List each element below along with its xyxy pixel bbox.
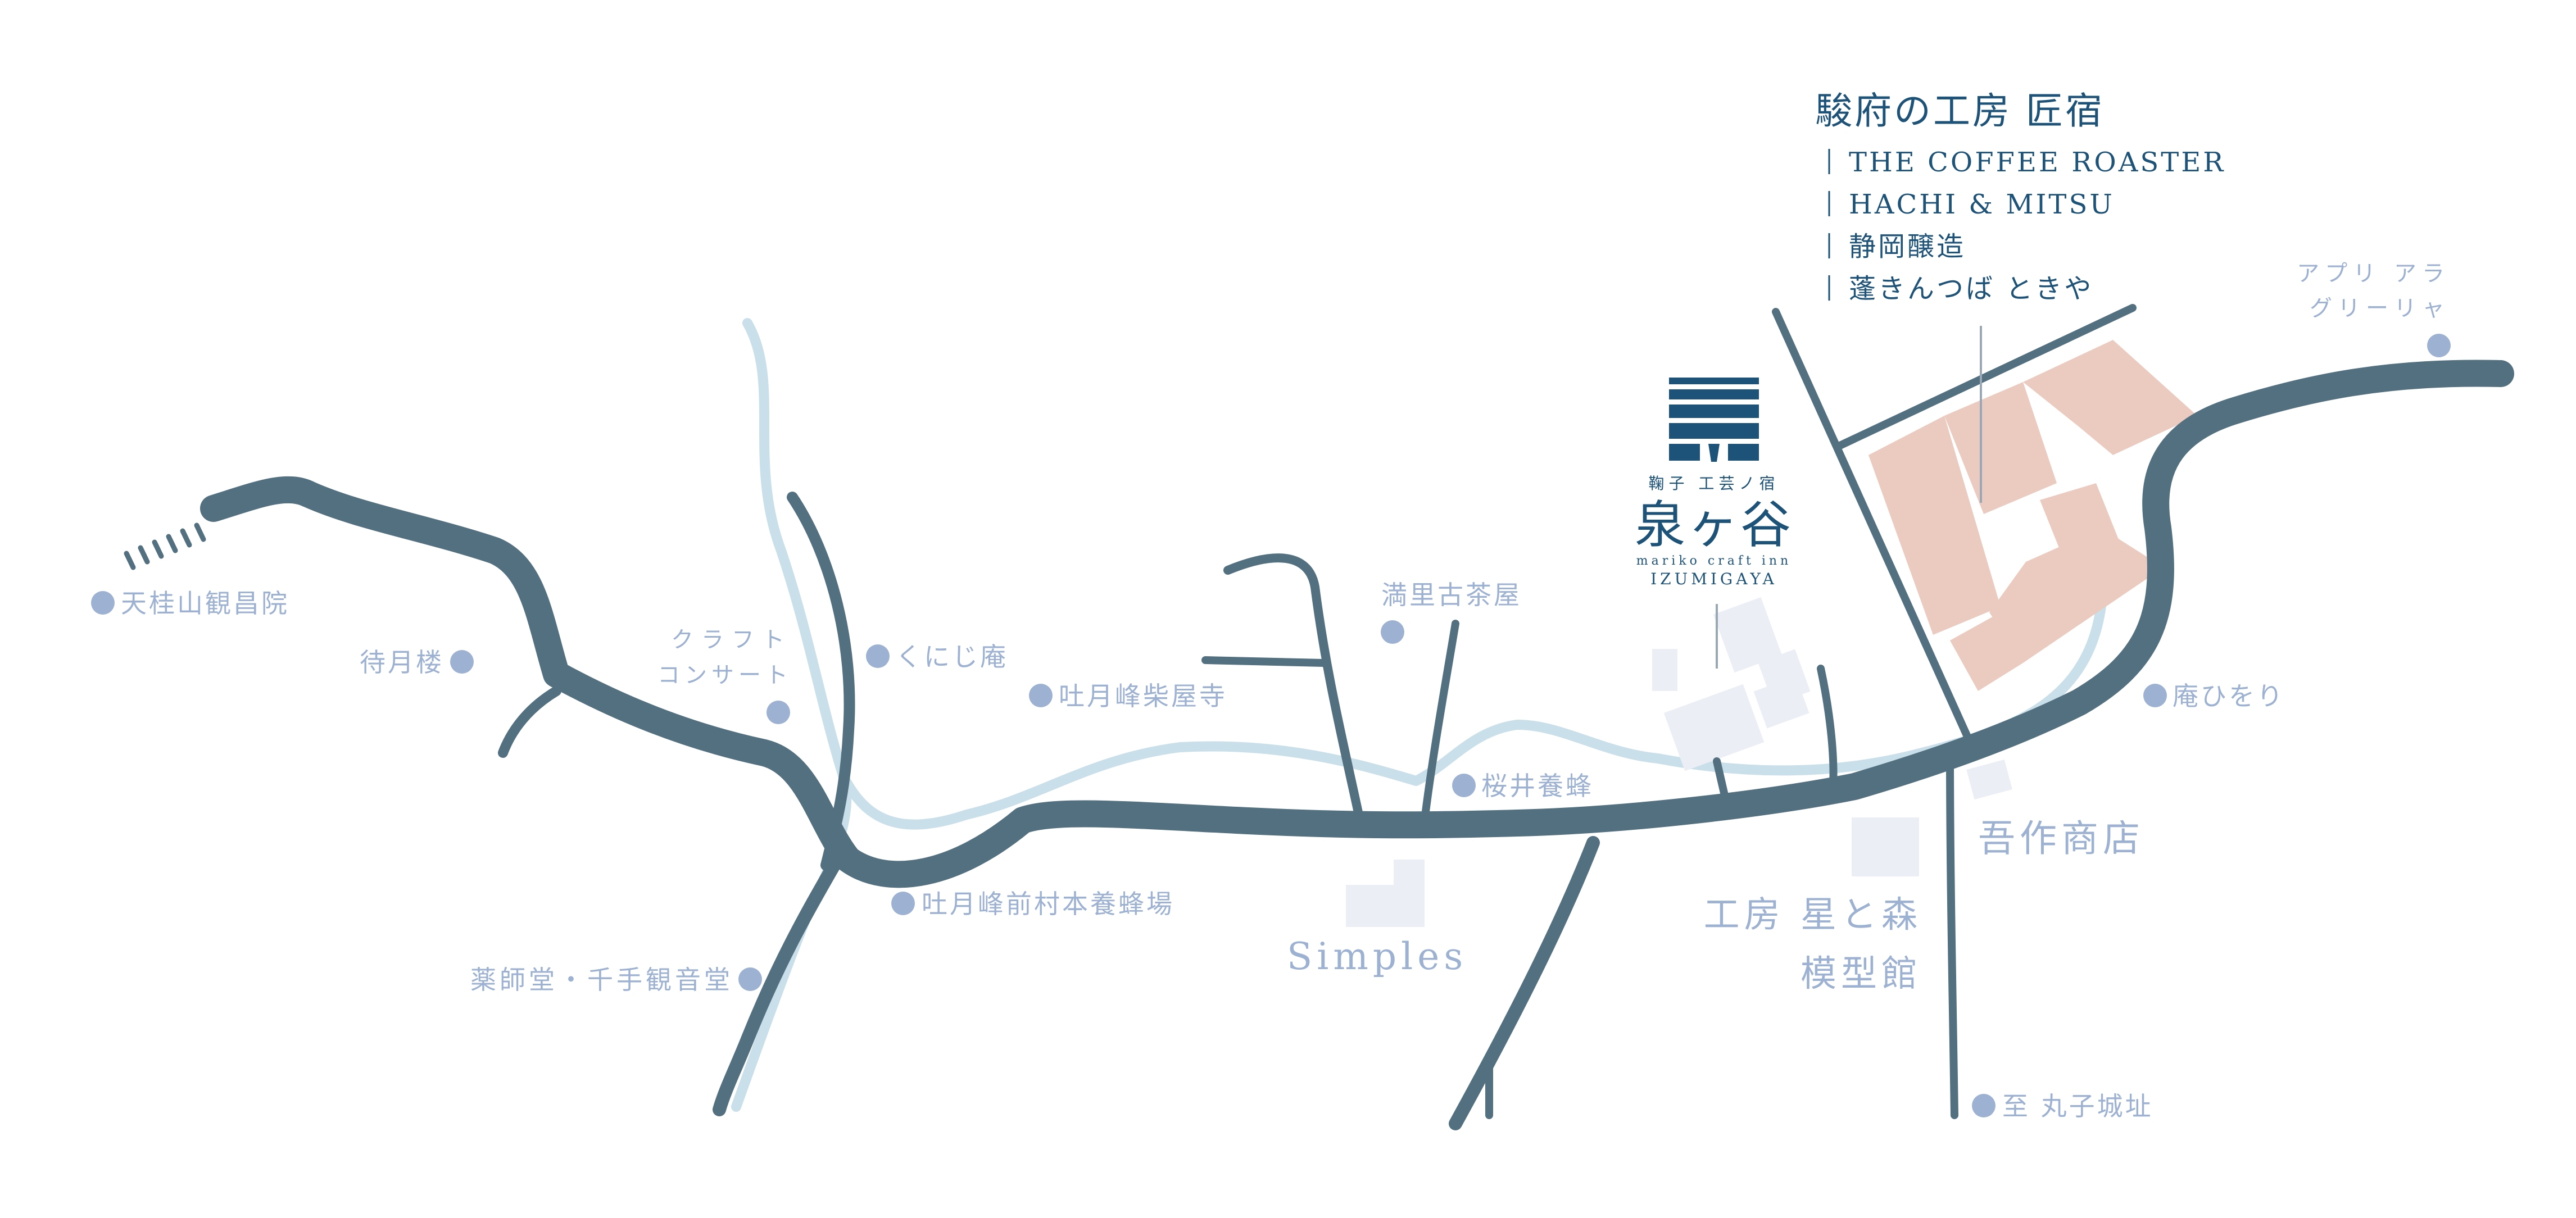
label-taigetsuro[interactable]: 待月楼 bbox=[360, 647, 444, 678]
simples-building-annex bbox=[1394, 860, 1425, 888]
poi-dot-yakushido[interactable] bbox=[738, 967, 762, 991]
facility-block-1 bbox=[1868, 416, 2001, 635]
label-simples[interactable]: Simples bbox=[1287, 935, 1467, 978]
poi-labels: 天桂山観昌院 待月楼 クラフト コンサート くにじ庵 吐月峰柴屋寺 満里古茶屋 … bbox=[121, 261, 2450, 1121]
river-north-branch bbox=[742, 318, 2107, 830]
label-sakurai[interactable]: 桜井養蜂 bbox=[1481, 771, 1594, 801]
label-apuri-line2[interactable]: グリーリャ bbox=[2310, 296, 2450, 321]
poi-dot-sakurai[interactable] bbox=[1452, 774, 1476, 797]
road-izumigaya-access bbox=[1817, 665, 1838, 790]
label-togeppo-maemura[interactable]: 吐月峰前村本養蜂場 bbox=[922, 889, 1174, 919]
road-takumi-diagonal bbox=[1772, 308, 1974, 746]
takumi-item-tokiya[interactable]: 蓬きんつば ときや bbox=[1849, 273, 2093, 304]
label-hoshitomori-line1[interactable]: 工房 星と森 bbox=[1704, 894, 1922, 936]
facility-block-3 bbox=[2023, 340, 2197, 455]
road-south-mariko bbox=[1946, 749, 1958, 1119]
label-kunijian[interactable]: くにじ庵 bbox=[896, 642, 1008, 672]
facility-block-6 bbox=[1950, 612, 2023, 691]
road-west-stub bbox=[498, 686, 561, 758]
trail-hatch bbox=[124, 522, 206, 570]
roads bbox=[200, 304, 2514, 1130]
takumi-title[interactable]: 駿府の工房 匠宿 bbox=[1815, 89, 2105, 133]
poi-dot-togeppo-saiyaji[interactable] bbox=[1029, 684, 1053, 707]
takumi-item-jozo[interactable]: 静岡醸造 bbox=[1849, 231, 1966, 262]
road-izumigaya-spur bbox=[1713, 757, 1729, 802]
road-south-east bbox=[1449, 836, 1600, 1130]
izumigaya-name[interactable]: 泉ヶ谷 bbox=[1635, 496, 1793, 555]
poi-dot-anhiwori[interactable] bbox=[2143, 684, 2167, 707]
road-north-branch-a-cross bbox=[1201, 656, 1327, 667]
gosaku-building bbox=[1966, 759, 2013, 800]
label-craft-concert-line2[interactable]: コンサート bbox=[657, 662, 792, 688]
road-north-branch-b bbox=[1421, 620, 1459, 824]
label-yakushido[interactable]: 薬師堂・千手観音堂 bbox=[470, 965, 733, 995]
road-north-branch-a bbox=[1223, 553, 1364, 825]
poi-dot-tenkeizan[interactable] bbox=[91, 591, 115, 615]
izumigaya-logo: 鞠子 工芸ノ宿 泉ヶ谷 mariko craft inn IZUMIGAYA bbox=[1635, 378, 1793, 588]
road-southwest bbox=[713, 853, 844, 1116]
izumigaya-latin[interactable]: IZUMIGAYA bbox=[1650, 570, 1777, 588]
label-togeppo-saiyaji[interactable]: 吐月峰柴屋寺 bbox=[1059, 681, 1227, 711]
buildings bbox=[1346, 597, 2013, 927]
izumigaya-romaji[interactable]: mariko craft inn bbox=[1636, 554, 1792, 568]
road-north-valley bbox=[787, 492, 855, 871]
label-apuri-line1[interactable]: アプリ アラ bbox=[2297, 261, 2450, 287]
takumi-item-hachi[interactable]: HACHI & MITSU bbox=[1849, 189, 2115, 220]
poi-dot-mansato[interactable] bbox=[1381, 620, 1404, 644]
simples-building bbox=[1346, 885, 1425, 927]
poi-dot-mariko-castle[interactable] bbox=[1972, 1094, 1996, 1117]
road-main bbox=[200, 360, 2514, 888]
poi-dot-craft-concert[interactable] bbox=[767, 701, 790, 724]
takumi-shuku-info: 駿府の工房 匠宿 THE COFFEE ROASTER HACHI & MITS… bbox=[1815, 89, 2225, 304]
label-anhiwori[interactable]: 庵ひをり bbox=[2173, 681, 2285, 711]
label-craft-concert-line1[interactable]: クラフト bbox=[671, 627, 792, 653]
izumigaya-building-1 bbox=[1652, 649, 1677, 691]
road-takumi-north bbox=[1834, 304, 2137, 451]
label-gosaku[interactable]: 吾作商店 bbox=[1978, 817, 2144, 860]
facility-block-5 bbox=[1989, 528, 2164, 663]
hoshitomori-building bbox=[1852, 817, 1919, 876]
facility-block-2 bbox=[1944, 382, 2057, 514]
poi-dot-taigetsuro[interactable] bbox=[450, 650, 474, 674]
poi-dot-apuri[interactable] bbox=[2427, 334, 2451, 357]
takumi-shuku-complex bbox=[1868, 340, 2197, 691]
izumigaya-building-2 bbox=[1713, 597, 1783, 673]
poi-dot-togeppo-maemura[interactable] bbox=[891, 892, 915, 915]
label-mansato[interactable]: 満里古茶屋 bbox=[1381, 580, 1522, 610]
izumigaya-subtitle[interactable]: 鞠子 工芸ノ宿 bbox=[1649, 474, 1780, 493]
label-hoshitomori-line2[interactable]: 模型館 bbox=[1801, 953, 1922, 995]
poi-dot-kunijian[interactable] bbox=[866, 644, 890, 668]
label-tenkeizan[interactable]: 天桂山観昌院 bbox=[121, 588, 289, 619]
takumi-item-coffee[interactable]: THE COFFEE ROASTER bbox=[1849, 147, 2225, 178]
izumigaya-building-3 bbox=[1663, 684, 1765, 771]
poi-dots bbox=[91, 334, 2451, 1117]
label-mariko-castle[interactable]: 至 丸子城址 bbox=[2002, 1091, 2153, 1121]
izumigaya-mark-icon bbox=[1669, 378, 1759, 462]
izumigaya-building-5 bbox=[1753, 676, 1809, 729]
